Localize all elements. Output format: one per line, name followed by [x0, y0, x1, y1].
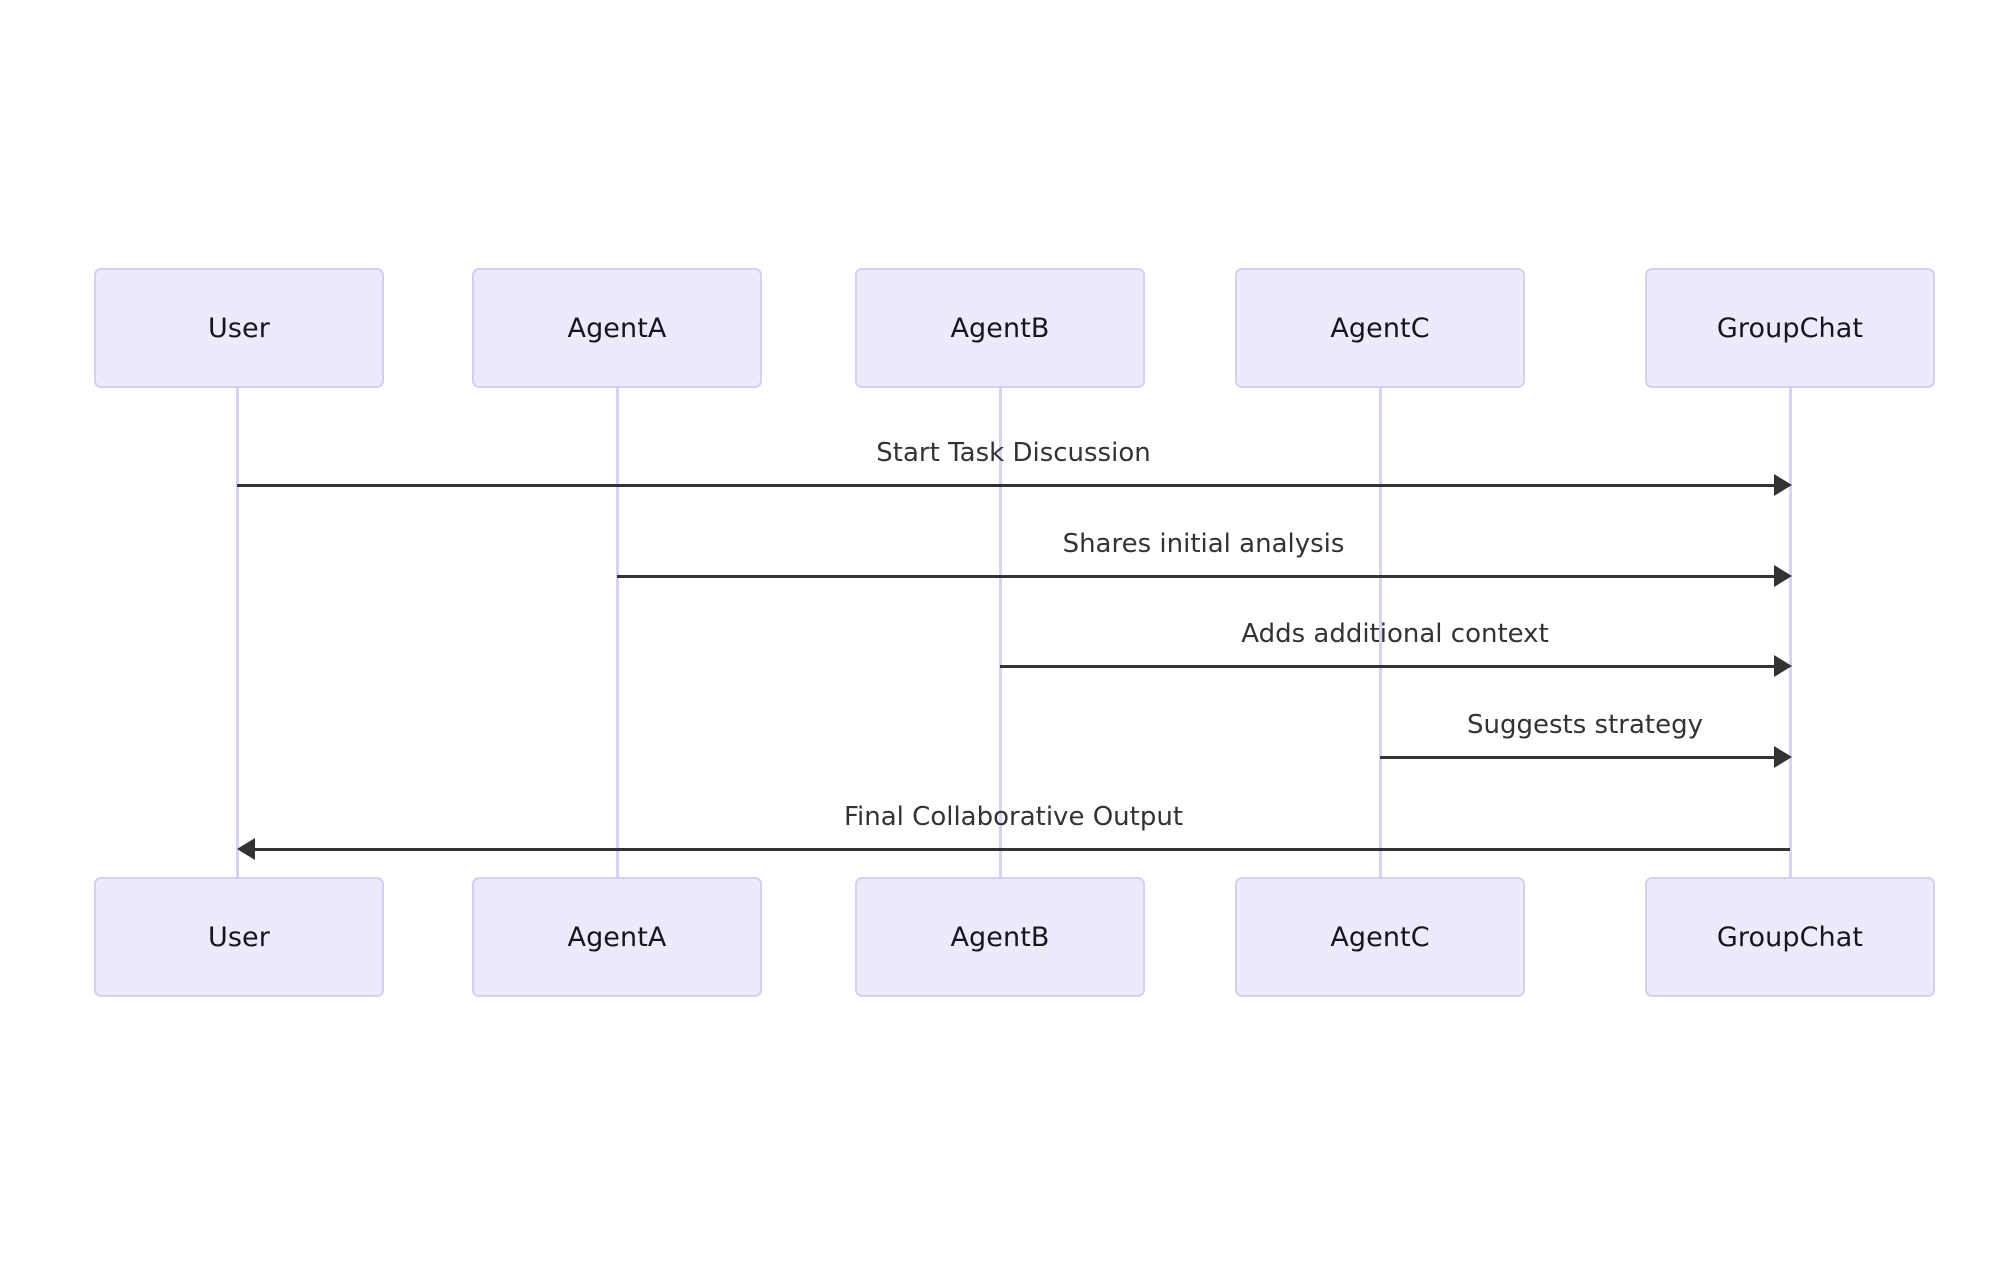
lifeline-groupchat: [1789, 388, 1792, 877]
participant-label-user: User: [208, 312, 270, 344]
participant-label-groupchat: GroupChat: [1716, 312, 1864, 344]
participant-label-agenta: AgentA: [567, 312, 667, 344]
participant-box-groupchat-bottom[interactable]: GroupChat: [1645, 877, 1935, 997]
lifeline-agenta: [616, 388, 619, 877]
participant-label-agentb: AgentB: [950, 312, 1050, 344]
participant-label-agentc: AgentC: [1330, 312, 1430, 344]
participant-box-agentb-bottom[interactable]: AgentB: [855, 877, 1145, 997]
participant-box-user-bottom[interactable]: User: [94, 877, 384, 997]
message-line-1: [237, 484, 1776, 487]
participant-box-agenta-bottom[interactable]: AgentA: [472, 877, 762, 997]
message-label-5: Final Collaborative Output: [843, 802, 1184, 832]
participant-box-agenta-top[interactable]: AgentA: [472, 268, 762, 388]
message-label-3: Adds additional context: [1241, 619, 1549, 649]
participant-box-groupchat-top[interactable]: GroupChat: [1645, 268, 1935, 388]
lifeline-user: [236, 388, 239, 877]
message-label-2: Shares initial analysis: [1062, 529, 1345, 559]
message-line-3: [1000, 665, 1776, 668]
message-label-4: Suggests strategy: [1467, 710, 1703, 740]
participant-label-agentc: AgentC: [1330, 921, 1430, 953]
participant-box-user-top[interactable]: User: [94, 268, 384, 388]
participant-label-agenta: AgentA: [567, 921, 667, 953]
message-arrowhead-1: [1774, 474, 1792, 496]
message-label-1: Start Task Discussion: [876, 438, 1151, 468]
participant-box-agentc-top[interactable]: AgentC: [1235, 268, 1525, 388]
participant-box-agentc-bottom[interactable]: AgentC: [1235, 877, 1525, 997]
participant-label-user: User: [208, 921, 270, 953]
lifeline-agentc: [1379, 388, 1382, 877]
message-line-4: [1380, 756, 1776, 759]
message-line-5: [251, 848, 1790, 851]
message-arrowhead-3: [1774, 655, 1792, 677]
message-arrowhead-2: [1774, 565, 1792, 587]
message-line-2: [617, 575, 1776, 578]
message-arrowhead-5: [237, 838, 255, 860]
participant-label-agentb: AgentB: [950, 921, 1050, 953]
participant-label-groupchat: GroupChat: [1716, 921, 1864, 953]
lifeline-agentb: [999, 388, 1002, 877]
participant-box-agentb-top[interactable]: AgentB: [855, 268, 1145, 388]
message-arrowhead-4: [1774, 746, 1792, 768]
